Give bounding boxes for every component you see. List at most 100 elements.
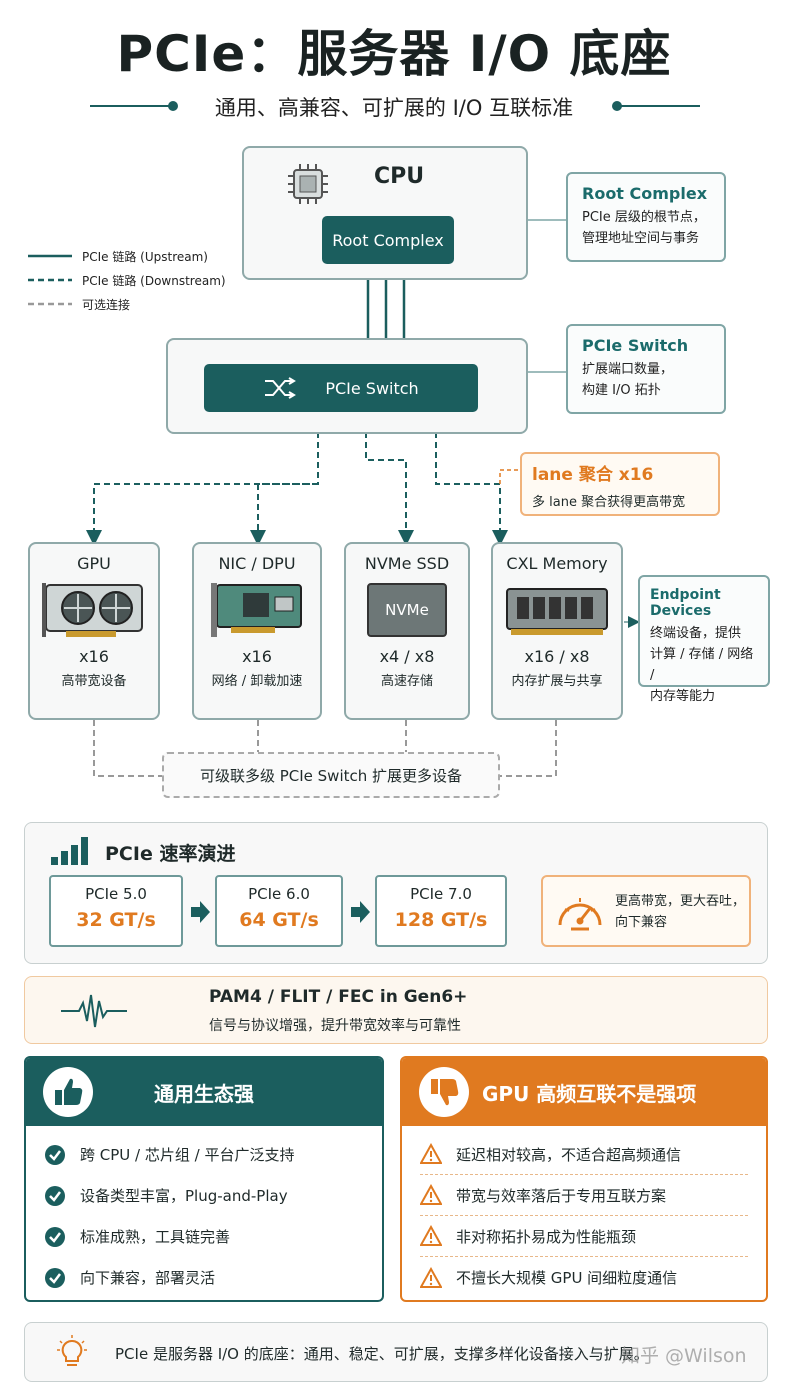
cons-item: 不擅长大规模 GPU 间细粒度通信	[420, 1257, 748, 1298]
summary-footer: PCIe 是服务器 I/O 的底座：通用、稳定、可扩展，支撑多样化设备接入与扩展…	[24, 1322, 768, 1382]
warning-icon	[420, 1143, 442, 1164]
root-complex-note-line-1: PCIe 层级的根节点，	[582, 210, 706, 225]
endpoint-note-line-3: 内存等能力	[650, 689, 716, 704]
signal-text: 信号与协议增强，提升带宽效率与可靠性	[209, 1018, 461, 1034]
watermark: 知乎 @Wilson	[621, 1345, 747, 1367]
device-gpu[interactable]: GPU x16 高带宽设备	[28, 542, 160, 720]
cons-item: 带宽与效率落后于专用互联方案	[420, 1175, 748, 1216]
pros-item: 跨 CPU / 芯片组 / 平台广泛支持	[44, 1134, 364, 1175]
cons-item-text: 带宽与效率落后于专用互联方案	[456, 1186, 667, 1205]
legend: PCIe 链路 (Upstream) PCIe 链路 (Downstream) …	[28, 244, 226, 316]
device-gpu-lanes: x16	[79, 647, 109, 666]
rate-gen5-value: 32 GT/s	[76, 909, 156, 931]
legend-upstream-label: PCIe 链路 (Upstream)	[82, 249, 208, 264]
rate-panel-title: PCIe 速率演进	[105, 843, 236, 865]
device-nvme-ssd[interactable]: NVMe SSD NVMe x4 / x8 高速存储	[344, 542, 470, 720]
shuffle-icon	[265, 377, 297, 399]
warning-icon	[420, 1266, 442, 1288]
nvme-chip-label: NVMe	[385, 601, 429, 619]
pcie-switch-label: PCIe Switch	[325, 378, 419, 398]
pros-item-text: 标准成熟，工具链完善	[80, 1228, 231, 1246]
check-circle-icon	[45, 1185, 65, 1206]
switch-box: PCIe Switch	[166, 338, 528, 434]
device-cxl-memory[interactable]: CXL Memory x16 / x8 内存扩展与共享	[491, 542, 623, 720]
device-nvme-name: NVMe SSD	[364, 554, 450, 573]
page-subtitle: 通用、高兼容、可扩展的 I/O 互联标准	[214, 96, 574, 120]
rate-gen6: PCIe 6.0 64 GT/s	[215, 875, 343, 947]
cons-title: GPU 高频互联不是强项	[482, 1082, 697, 1106]
device-gpu-desc: 高带宽设备	[61, 674, 127, 689]
signal-panel: PAM4 / FLIT / FEC in Gen6+ 信号与协议增强，提升带宽效…	[24, 976, 768, 1044]
switch-note-title: PCIe Switch	[582, 336, 689, 355]
rate-note-line-1: 更高带宽，更大吞吐，	[615, 894, 746, 909]
rate-gen7-value: 128 GT/s	[394, 909, 488, 931]
device-nic-name: NIC / DPU	[218, 554, 296, 573]
cons-header: GPU 高频互联不是强项	[402, 1058, 766, 1126]
rate-gen5: PCIe 5.0 32 GT/s	[49, 875, 183, 947]
thumbs-down-icon	[419, 1067, 469, 1117]
cons-item-text: 延迟相对较高，不适合超高频通信	[456, 1145, 682, 1164]
legend-optional-label: 可选连接	[82, 297, 131, 312]
signal-bars-icon	[51, 837, 88, 865]
root-complex-block[interactable]: Root Complex	[322, 216, 454, 264]
nic-card-icon	[211, 583, 302, 637]
device-nic-dpu[interactable]: NIC / DPU x16 网络 / 卸载加速	[192, 542, 322, 720]
lightbulb-icon	[57, 1335, 87, 1366]
signal-title: PAM4 / FLIT / FEC in Gen6+	[209, 987, 468, 1007]
lane-note-text: 多 lane 聚合获得更高带宽	[532, 495, 686, 510]
check-circle-icon	[45, 1144, 65, 1165]
switch-note-line-1: 扩展端口数量，	[582, 362, 674, 377]
endpoint-note-line-1: 终端设备，提供	[650, 626, 742, 641]
device-cxl-lanes: x16 / x8	[524, 647, 590, 666]
device-nic-lanes: x16	[242, 647, 272, 666]
device-nvme-desc: 高速存储	[380, 674, 433, 689]
root-complex-note-line-2: 管理地址空间与事务	[582, 231, 700, 246]
rate-gen6-value: 64 GT/s	[239, 909, 319, 931]
legend-upstream: PCIe 链路 (Upstream)	[28, 244, 226, 268]
subtitle-dot-right	[612, 101, 622, 111]
switch-note-line-2: 构建 I/O 拓扑	[582, 383, 661, 398]
cpu-label: CPU	[374, 164, 425, 189]
rate-evolution-panel: PCIe 速率演进 PCIe 5.0 32 GT/s PCIe 6.0 64 G…	[24, 822, 768, 964]
cons-panel: GPU 高频互联不是强项 延迟相对较高，不适合超高频通信 带宽与效率落后于专用互…	[400, 1056, 768, 1302]
rate-note-line-2: 向下兼容	[615, 915, 668, 930]
cons-item-text: 不擅长大规模 GPU 间细粒度通信	[456, 1269, 678, 1287]
rate-gen7-label: PCIe 7.0	[410, 885, 472, 903]
warning-icon	[420, 1225, 442, 1246]
cpu-box: CPU Root Complex	[242, 146, 528, 280]
solid-line-icon	[28, 254, 72, 258]
pros-item: 向下兼容，部署灵活	[44, 1257, 364, 1298]
subtitle-dot-left	[168, 101, 178, 111]
summary-text: PCIe 是服务器 I/O 的底座：通用、稳定、可扩展，支撑多样化设备接入与扩展…	[115, 1345, 649, 1363]
pros-list: 跨 CPU / 芯片组 / 平台广泛支持 设备类型丰富，Plug-and-Pla…	[26, 1126, 382, 1298]
rate-gen7: PCIe 7.0 128 GT/s	[375, 875, 507, 947]
device-gpu-name: GPU	[77, 554, 111, 573]
rate-gen6-label: PCIe 6.0	[248, 885, 310, 903]
check-circle-icon	[45, 1267, 65, 1288]
pcie-switch-block[interactable]: PCIe Switch	[204, 364, 478, 412]
memory-module-icon	[506, 588, 608, 635]
arrow-right-icon	[191, 901, 210, 923]
speedometer-icon	[558, 898, 602, 931]
nvme-drive-icon: NVMe	[367, 583, 447, 637]
gpu-card-icon	[42, 583, 143, 637]
arrow-right-icon	[351, 901, 370, 923]
dashed-line-icon	[28, 278, 72, 282]
pros-item-text: 向下兼容，部署灵活	[80, 1269, 216, 1287]
rate-note: 更高带宽，更大吞吐， 向下兼容	[541, 875, 751, 947]
pros-title: 通用生态强	[154, 1082, 254, 1106]
legend-optional: 可选连接	[28, 292, 226, 316]
subtitle-divider-left	[90, 105, 170, 107]
thumbs-up-icon	[43, 1067, 93, 1117]
endpoint-note-title: Endpoint Devices	[650, 587, 721, 619]
legend-downstream: PCIe 链路 (Downstream)	[28, 268, 226, 292]
cascade-switch-note: 可级联多级 PCIe Switch 扩展更多设备	[162, 752, 500, 798]
subtitle-divider-right	[620, 105, 700, 107]
endpoint-note-line-2: 计算 / 存储 / 网络 /	[650, 647, 754, 683]
warning-icon	[420, 1184, 442, 1205]
legend-downstream-label: PCIe 链路 (Downstream)	[82, 273, 226, 288]
root-complex-note-title: Root Complex	[582, 184, 708, 203]
cons-item: 延迟相对较高，不适合超高频通信	[420, 1134, 748, 1175]
gray-dashed-line-icon	[28, 302, 72, 306]
pros-panel: 通用生态强 跨 CPU / 芯片组 / 平台广泛支持 设备类型丰富，Plug-a…	[24, 1056, 384, 1302]
